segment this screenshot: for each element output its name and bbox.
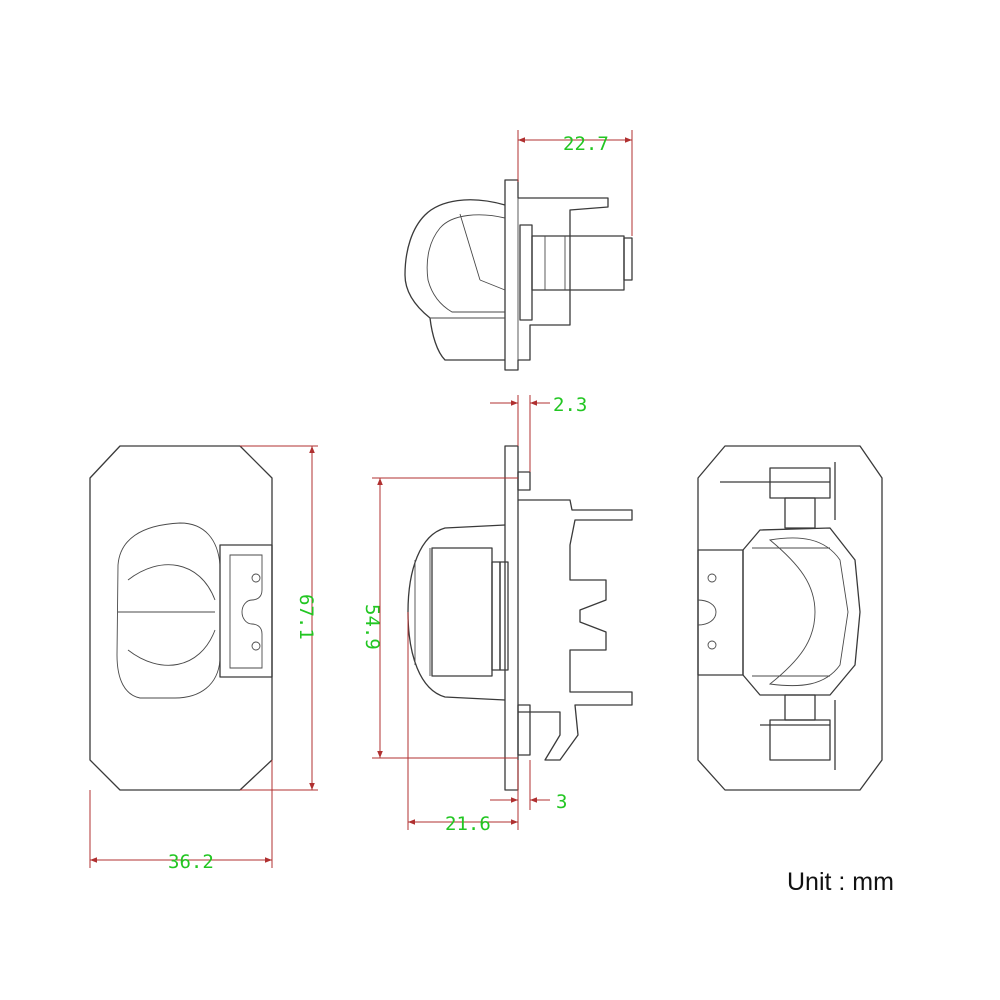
dimension-lines [89, 130, 633, 868]
unit-label: Unit : mm [787, 868, 894, 896]
dim-label-side-height: 54.9 [361, 604, 383, 650]
dim-label-flange-thickness: 2.3 [553, 394, 587, 416]
back-view [697, 445, 883, 791]
dim-label-side-depth: 21.6 [445, 813, 491, 835]
front-view [89, 445, 273, 791]
dim-label-front-height: 67.1 [295, 594, 317, 640]
top-view [404, 179, 633, 371]
dim-label-front-width: 36.2 [168, 851, 214, 873]
dim-label-side-lip: 3 [556, 791, 567, 813]
side-view [407, 445, 633, 791]
dim-label-top-depth: 22.7 [563, 133, 609, 155]
